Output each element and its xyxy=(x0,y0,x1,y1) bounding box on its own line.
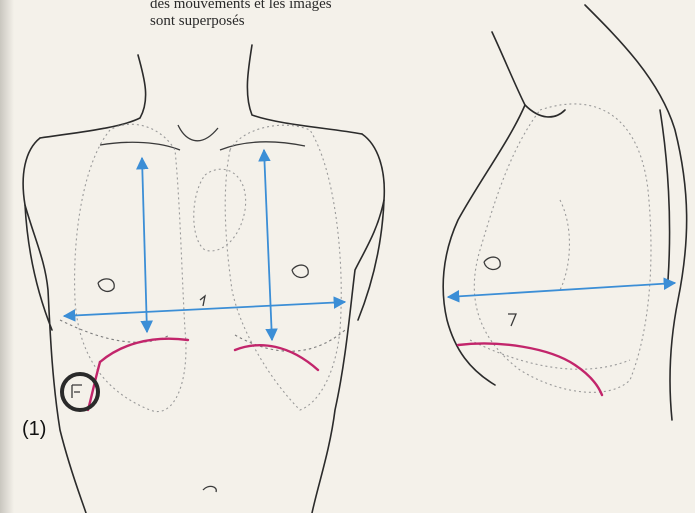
front-arrows xyxy=(64,150,345,340)
marker-label: (1) xyxy=(22,418,46,441)
side-nipple xyxy=(484,257,500,269)
front-lung-left xyxy=(75,124,186,411)
front-diaphragm xyxy=(88,339,318,410)
front-lung-right xyxy=(225,125,341,410)
front-clavicle-right xyxy=(220,142,305,150)
side-lung-outline xyxy=(474,104,651,392)
marker-glyph xyxy=(72,385,82,398)
front-horizontal-arrow xyxy=(64,302,345,316)
front-diaphragm-left xyxy=(100,339,188,362)
front-heart-outline xyxy=(194,169,246,251)
front-vertical-arrow-right xyxy=(264,150,272,340)
front-nipple-right xyxy=(292,265,308,277)
front-navel xyxy=(203,486,216,492)
front-xiphoid-mark xyxy=(200,296,205,306)
side-torso xyxy=(443,5,686,420)
side-diaphragm xyxy=(458,344,602,395)
front-diaphragm-right xyxy=(235,345,318,370)
front-clavicle-left xyxy=(100,142,180,150)
front-lungs xyxy=(60,124,345,411)
front-neck-left xyxy=(40,55,146,138)
side-chin-neck xyxy=(492,32,565,117)
side-horizontal-arrow xyxy=(448,283,675,297)
front-lower-border xyxy=(60,320,345,351)
side-number-mark xyxy=(508,314,516,326)
front-left-arm xyxy=(25,205,52,330)
front-sternal-notch xyxy=(178,125,218,141)
front-neck-right xyxy=(247,45,362,134)
side-back-line xyxy=(660,110,670,280)
front-vertical-arrow-left xyxy=(142,158,147,332)
side-inner-outline xyxy=(560,200,569,290)
side-lungs xyxy=(470,104,651,392)
front-left-side xyxy=(23,138,86,513)
front-nipple-left xyxy=(98,279,114,292)
side-back xyxy=(585,5,687,420)
front-right-side xyxy=(312,134,384,513)
front-torso xyxy=(23,45,384,513)
